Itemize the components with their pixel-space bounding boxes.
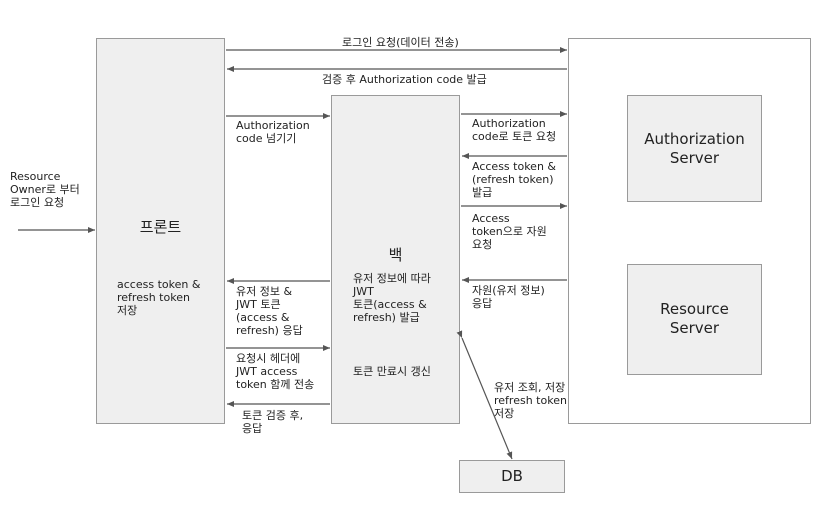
front-label: 프론트: [139, 218, 182, 236]
token-issue-label: Access token & (refresh token) 발급: [472, 160, 556, 199]
code-to-token-label: Authorization code로 토큰 요청: [472, 117, 557, 143]
db-node: [459, 460, 565, 493]
db-label: DB: [501, 467, 523, 485]
pass-code-label: Authorization code 넘기기: [236, 119, 310, 145]
owner-request-label: Resource Owner로 부터 로그인 요청: [10, 170, 80, 209]
front-note: access token & refresh token 저장: [117, 278, 201, 317]
resource-response-label: 자원(유저 정보) 응답: [472, 284, 545, 310]
db-access-label: 유저 조회, 저장 refresh token 저장: [494, 381, 567, 420]
resource-server-node: [627, 264, 762, 375]
resource-server-label: Resource Server: [660, 300, 729, 337]
request-with-token-label: 요청시 헤더에 JWT access token 함께 전송: [236, 352, 315, 391]
back-node: [331, 95, 460, 424]
db-access-arrow: [456, 330, 513, 460]
resource-request-label: Access token으로 자원 요청: [472, 212, 547, 251]
front-node: [96, 38, 225, 424]
login-request-label: 로그인 요청(데이터 전송): [342, 36, 459, 49]
auth-server-node: [627, 95, 762, 202]
back-note-jwt: 유저 정보에 따라 JWT 토큰(access & refresh) 발급: [353, 272, 431, 324]
auth-server-label: Authorization Server: [644, 130, 745, 167]
back-label: 백: [388, 246, 403, 264]
issue-code-label: 검증 후 Authorization code 발급: [322, 73, 487, 86]
back-note-refresh: 토큰 만료시 갱신: [353, 365, 431, 378]
verify-response-label: 토큰 검증 후, 응답: [242, 409, 304, 435]
jwt-response-label: 유저 정보 & JWT 토큰 (access & refresh) 응답: [236, 285, 303, 337]
